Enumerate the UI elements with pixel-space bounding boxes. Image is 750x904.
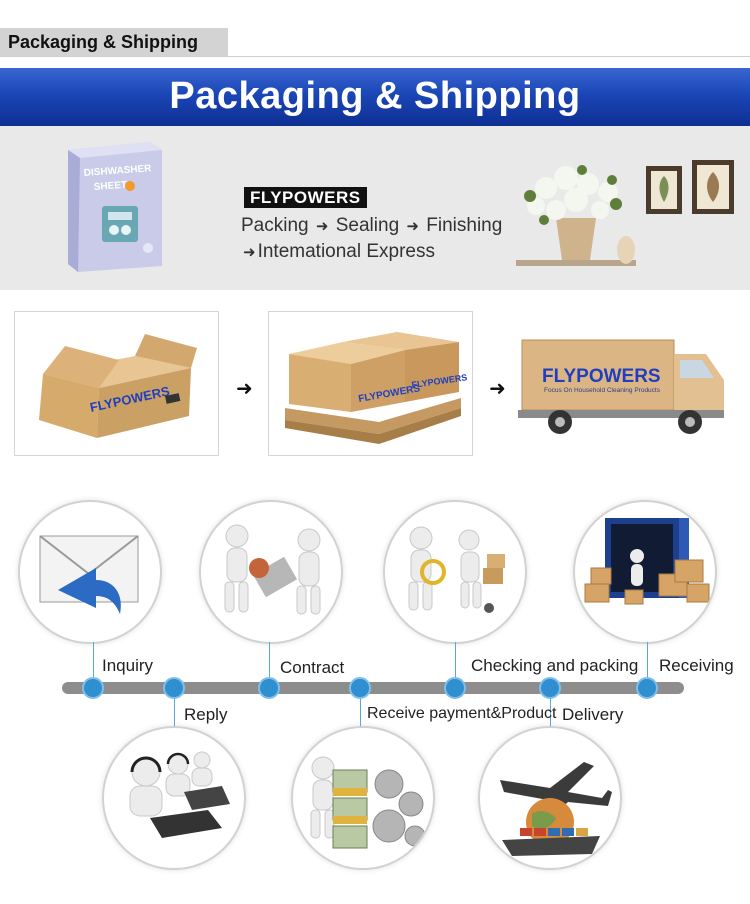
timeline-dot-contract [258, 677, 280, 699]
timeline-dot-delivery [539, 677, 561, 699]
reply-circle [102, 726, 246, 870]
arrow-right-icon: ➜ [243, 244, 256, 261]
step-express: Intemational Express [257, 241, 435, 262]
step-sealing: Sealing [335, 215, 400, 236]
banner-title: Packaging & Shipping [169, 75, 581, 117]
step-label-contract: Contract [280, 658, 345, 677]
step-label-checking: Checking and packing [471, 656, 639, 675]
step-label-reply: Reply [184, 705, 228, 724]
handshake-contract-icon [224, 524, 321, 615]
truck-brand-text: FLYPOWERS [542, 366, 661, 387]
process-timeline [62, 682, 684, 694]
timeline-stem [360, 694, 361, 728]
packing-steps: Packing ➜ Sealing ➜ Finishing ➜Intematio… [241, 213, 502, 265]
container-boxes-icon [584, 518, 710, 605]
header-divider [0, 56, 750, 57]
cardboard-box-image: FLYPOWERS [39, 334, 197, 438]
checking-circle [383, 500, 527, 644]
money-gears-icon [310, 756, 426, 849]
step-label-payment: Receive payment&Product [367, 705, 557, 722]
step-label-inquiry: Inquiry [102, 656, 154, 675]
brand-tag: FLYPOWERS [244, 187, 367, 208]
product-box-image: DISHWASHER SHEET [68, 142, 162, 272]
flower-vase-frames-image [516, 160, 734, 266]
step-packing: Packing [241, 215, 309, 236]
timeline-dot-reply [163, 677, 185, 699]
delivery-truck-image: FLYPOWERS Focus On Household Cleaning Pr… [518, 339, 724, 434]
timeline-stem [647, 642, 648, 686]
truck-tagline: Focus On Household Cleaning Products [544, 387, 661, 394]
box-panel: FLYPOWERS [14, 311, 219, 456]
banner: Packaging & Shipping [0, 68, 750, 126]
plane-ship-globe-icon [500, 762, 612, 856]
inquiry-circle [18, 500, 162, 644]
timeline-stem [550, 694, 551, 728]
timeline-stem [93, 642, 94, 686]
receiving-circle [573, 500, 717, 644]
timeline-stem [174, 694, 175, 728]
packing-steps-line1: Packing ➜ Sealing ➜ Finishing [241, 213, 502, 239]
timeline-dot-payment [349, 677, 371, 699]
payment-circle [291, 726, 435, 870]
pallet-boxes-image: FLYPOWERS FLYPOWERS [285, 332, 468, 444]
timeline-stem [269, 642, 270, 686]
svg-text:SHEET: SHEET [93, 180, 127, 193]
step-finishing: Finishing [426, 215, 503, 236]
envelope-icon [39, 535, 139, 614]
call-center-icon [129, 751, 230, 838]
arrow-right-icon: ➜ [315, 218, 329, 235]
section-tab: Packaging & Shipping [0, 28, 228, 56]
arrow-right-icon: ➜ [489, 378, 506, 400]
magnifier-check-icon [408, 526, 505, 613]
svg-text:DISHWASHER: DISHWASHER [83, 163, 152, 179]
pallet-panel: FLYPOWERS FLYPOWERS [268, 311, 473, 456]
timeline-stem [455, 642, 456, 686]
timeline-dot-checking [444, 677, 466, 699]
arrow-right-icon: ➜ [236, 378, 253, 400]
delivery-circle [478, 726, 622, 870]
arrow-right-icon: ➜ [406, 218, 419, 235]
timeline-dot-receiving [636, 677, 658, 699]
timeline-dot-inquiry [82, 677, 104, 699]
step-label-delivery: Delivery [562, 705, 624, 724]
packing-steps-line2: ➜Intemational Express [241, 239, 502, 265]
contract-circle [199, 500, 343, 644]
step-label-receiving: Receiving [659, 656, 734, 675]
